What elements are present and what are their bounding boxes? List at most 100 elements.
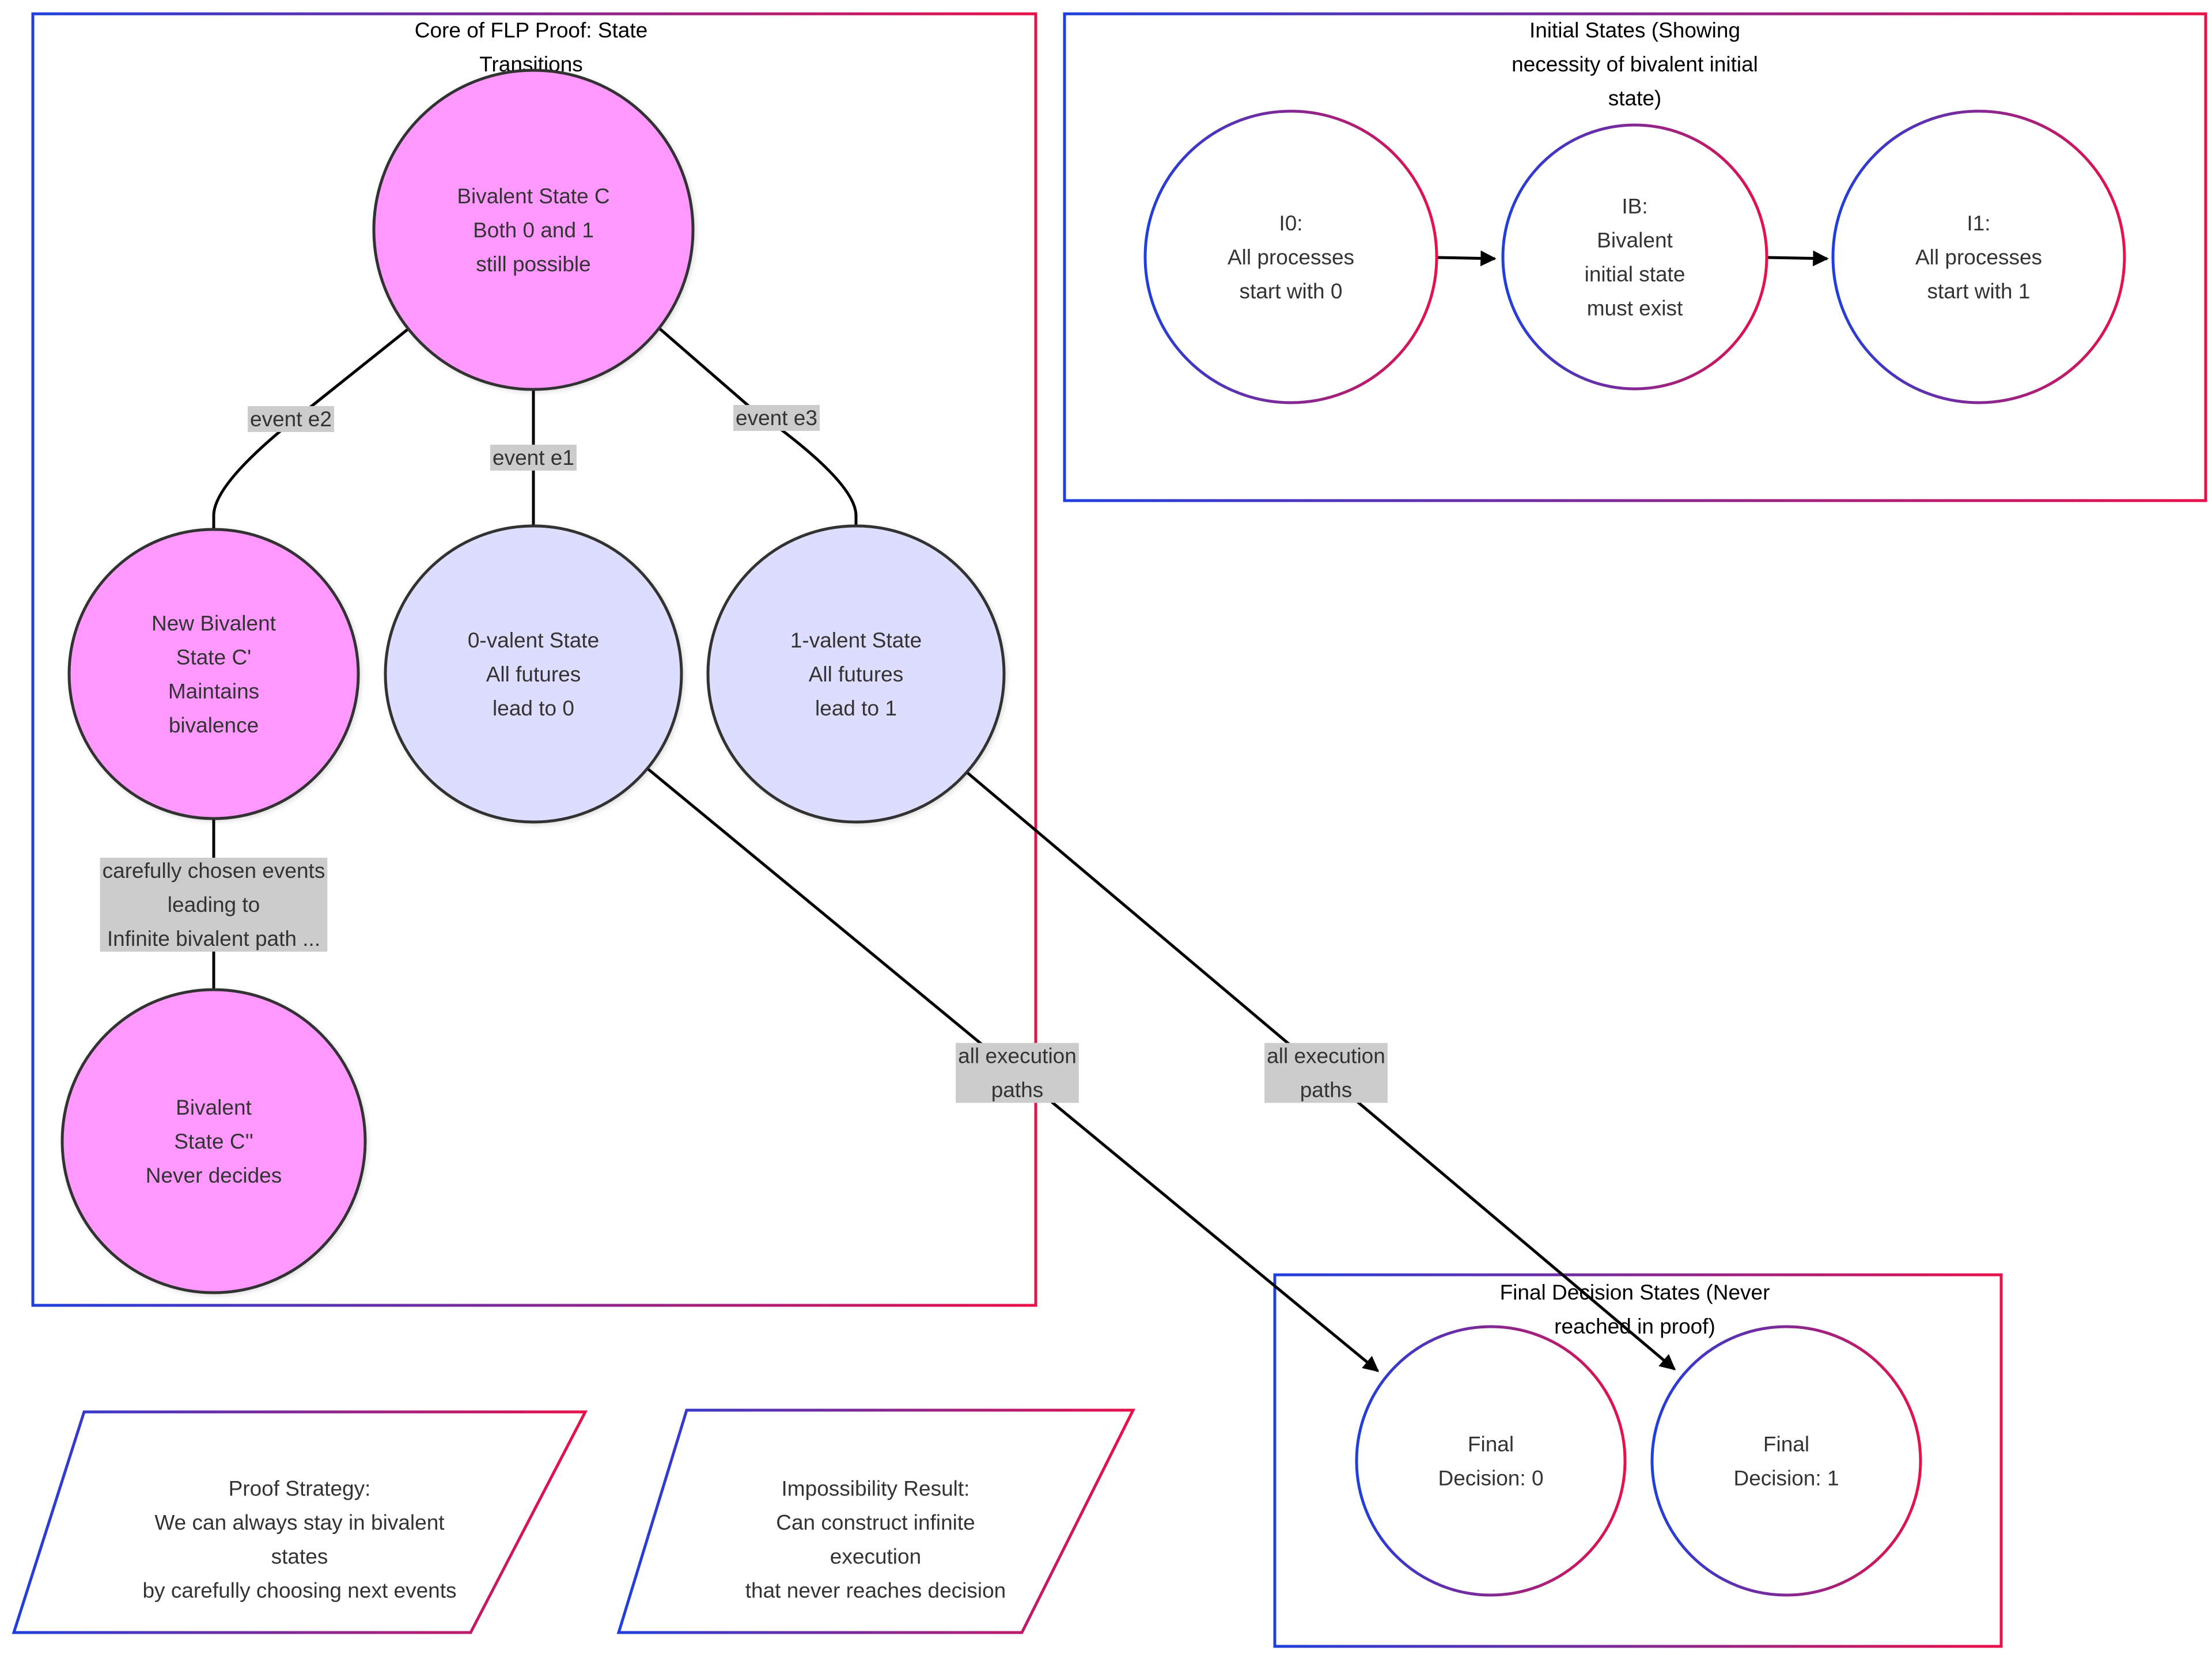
node-c2-text-line: Bivalent xyxy=(176,1096,252,1119)
node-i1: I1: All processes start with 1 xyxy=(1831,109,2126,404)
edge-label-text-line: event e1 xyxy=(493,446,574,469)
edge-label-text-line: all execution xyxy=(1267,1044,1385,1067)
edge-ib-to-i1 xyxy=(1767,250,1829,267)
node-c2-text-line: State C'' xyxy=(174,1130,253,1153)
cluster-initial: Initial States (Showing necessity of biva… xyxy=(1063,12,2207,502)
circle-shape xyxy=(1501,123,1768,391)
node-v1-text-line: All futures xyxy=(809,662,904,686)
cluster-title-line: necessity of bivalent initial xyxy=(1512,52,1758,76)
node-ir-text-line: that never reaches decision xyxy=(745,1578,1006,1602)
edge-label-text: all execution paths xyxy=(1267,1044,1385,1101)
edge-label-all-execution: all execution paths xyxy=(1264,1043,1388,1103)
node-i1-text: I1: All processes start with 1 xyxy=(1915,211,2042,303)
edge-label-background xyxy=(956,1043,1079,1103)
edge-label-background xyxy=(248,406,334,432)
node-ps-text-line: by carefully choosing next events xyxy=(142,1578,456,1602)
circle-shape xyxy=(1650,1325,1922,1597)
node-i0-text-line: I0: xyxy=(1279,211,1302,235)
node-v1-text-line: lead to 1 xyxy=(815,696,897,720)
circle-shape xyxy=(67,528,360,820)
node-i0-text-line: start with 0 xyxy=(1240,279,1343,303)
edge-label-text-line: all execution xyxy=(958,1044,1077,1067)
cluster-title-line: Core of FLP Proof: State xyxy=(415,18,647,42)
node-v1-text-line: 1-valent State xyxy=(790,628,922,652)
node-c-text: Bivalent State C Both 0 and 1 still possib… xyxy=(457,184,609,276)
node-c1-text-line: Maintains xyxy=(168,679,259,703)
cluster-core-border xyxy=(31,12,1037,1307)
edge-label-text: event e3 xyxy=(736,406,817,430)
edge-label-text-line: event e3 xyxy=(736,406,817,430)
node-ib-text-line: initial state xyxy=(1585,262,1685,286)
cluster-initial-border xyxy=(1063,12,2207,502)
node-i0: I0: All processes start with 0 xyxy=(1143,109,1438,404)
node-c-text-line: still possible xyxy=(476,252,590,276)
node-d1-text-line: Decision: 1 xyxy=(1733,1466,1839,1490)
cluster-initial-title: Initial States (Showing necessity of biva… xyxy=(1512,18,1758,110)
edge-label-text-line: carefully chosen events xyxy=(103,859,325,883)
edge-label-background xyxy=(733,404,820,431)
node-i1-text-line: I1: xyxy=(1967,211,1990,235)
edge-label-text: all execution paths xyxy=(958,1044,1077,1101)
node-i0-text: I0: All processes start with 0 xyxy=(1228,211,1354,303)
edge-label-text-line: event e2 xyxy=(250,407,332,431)
circle-shape xyxy=(706,524,1006,824)
edge-label-background xyxy=(490,444,577,471)
node-ir: Impossibility Result: Can construct infin… xyxy=(616,1408,1136,1634)
edge-label-text: event e1 xyxy=(493,446,574,469)
cluster-title-line: state) xyxy=(1608,86,1662,110)
node-ir-text-line: Impossibility Result: xyxy=(782,1476,970,1500)
edge-label-event-e2: event e2 xyxy=(248,406,334,432)
node-i1-text-line: All processes xyxy=(1915,245,2042,269)
node-ps-text-line: states xyxy=(271,1544,328,1568)
circle-shape xyxy=(1831,109,2126,404)
node-ib-text-line: must exist xyxy=(1587,296,1683,320)
circle-shape xyxy=(1355,1325,1627,1597)
node-ib-text-line: IB: xyxy=(1622,194,1647,218)
node-ir-text-line: execution xyxy=(830,1544,921,1568)
parallelogram-shape xyxy=(12,1410,588,1634)
circle-shape xyxy=(384,524,683,824)
circle-shape xyxy=(1143,109,1438,404)
node-ib-text: IB: Bivalent initial state must exist xyxy=(1585,194,1685,320)
edge-label-event-e3: event e3 xyxy=(733,404,820,431)
node-c: Bivalent State C Both 0 and 1 still possib… xyxy=(372,69,695,391)
node-i0-text-line: All processes xyxy=(1228,245,1354,269)
edge-label-event-e1: event e1 xyxy=(490,444,577,471)
edge-label-background xyxy=(1264,1043,1388,1103)
edge-label-background xyxy=(100,857,328,952)
edge-label-text-line: paths xyxy=(991,1078,1044,1101)
node-ir-text-line: Can construct infinite xyxy=(776,1510,975,1534)
node-i1-text-line: start with 1 xyxy=(1927,279,2031,303)
edge-label-text-line: paths xyxy=(1300,1078,1353,1101)
node-c1-text-line: State C' xyxy=(176,645,251,669)
node-ib-text-line: Bivalent xyxy=(1597,228,1673,252)
node-ps-text-line: Proof Strategy: xyxy=(229,1476,371,1500)
node-v0-text-line: lead to 0 xyxy=(493,696,574,720)
node-c-text-line: Both 0 and 1 xyxy=(473,218,594,242)
node-c1-text-line: bivalence xyxy=(169,713,259,737)
cluster-title-line: Initial States (Showing xyxy=(1529,18,1740,42)
node-c-text-line: Bivalent State C xyxy=(457,184,609,208)
parallelogram-shape xyxy=(616,1408,1136,1634)
node-c2-text-line: Never decides xyxy=(146,1164,282,1187)
circle-shape xyxy=(60,988,367,1294)
edge-label-text-line: leading to xyxy=(168,893,260,917)
